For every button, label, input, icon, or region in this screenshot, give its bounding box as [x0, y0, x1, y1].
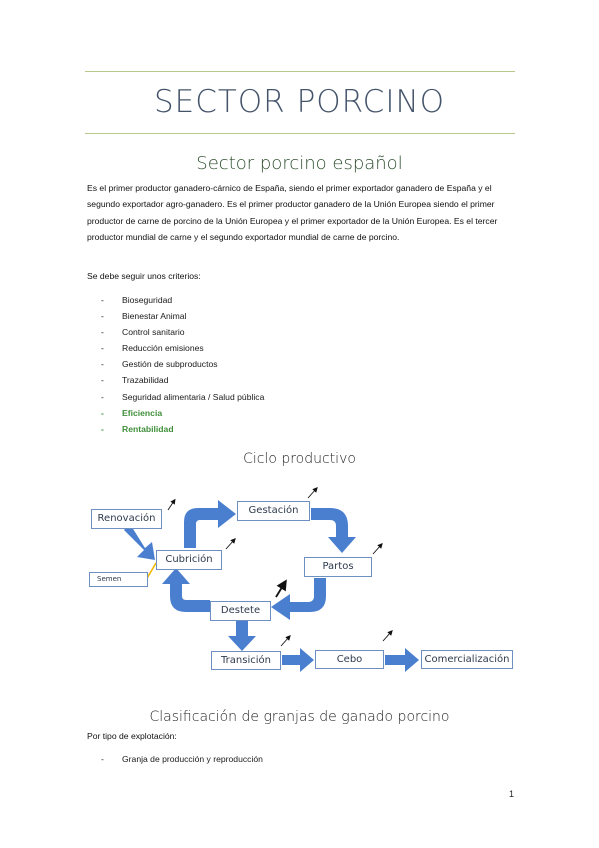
- title-rule-bottom: [85, 133, 515, 134]
- node-partos: Partos: [304, 557, 372, 577]
- node-renovacion: Renovación: [91, 509, 162, 529]
- arrow-renovacion-cubricion: [124, 524, 155, 560]
- node-transicion: Transición: [211, 651, 281, 670]
- node-gestacion: Gestación: [237, 501, 310, 521]
- node-semen: Semen: [89, 572, 148, 587]
- arrow-destete-cubricion: [162, 568, 210, 612]
- trend-arrow-transicion: [280, 634, 291, 647]
- trend-arrow-renovacion: [167, 498, 176, 511]
- intro-paragraph: Es el primer productor ganadero-cárnico …: [87, 183, 498, 242]
- criteria-item: -Control sanitario: [101, 327, 185, 338]
- trend-arrow-cebo: [382, 629, 393, 642]
- arrow-gestacion-partos: [311, 508, 356, 553]
- arrow-cebo-comercializacion: [385, 648, 419, 672]
- node-comercializacion: Comercialización: [421, 650, 513, 669]
- trend-arrow-cubricion: [225, 537, 236, 550]
- node-cubricion: Cubrición: [156, 550, 222, 570]
- trend-arrow-gestacion: [307, 486, 318, 499]
- section-heading-sector: Sector porcino español: [196, 153, 403, 174]
- arrow-partos-destete: [271, 578, 326, 620]
- criteria-list: -Bioseguridad -Bienestar Animal -Control…: [101, 292, 264, 437]
- section-heading-clasificacion: Clasificación de granjas de ganado porci…: [149, 709, 450, 725]
- section-heading-ciclo: Ciclo productivo: [243, 451, 356, 467]
- criteria-item: -Trazabilidad: [101, 375, 169, 386]
- criteria-item: -Bioseguridad: [101, 295, 173, 305]
- trend-arrow-partos: [372, 542, 383, 555]
- criteria-item-rentabilidad: -Rentabilidad: [101, 423, 174, 434]
- farm-type-list: -Granja de producción y reproducción: [101, 751, 263, 767]
- criteria-item-eficiencia: -Eficiencia: [101, 407, 163, 418]
- node-destete: Destete: [210, 601, 271, 621]
- criteria-item: -Seguridad alimentaria / Salud pública: [101, 391, 265, 402]
- criteria-intro: Se debe seguir unos criterios:: [87, 271, 201, 281]
- arrow-transicion-cebo: [282, 648, 314, 672]
- page-number: 1: [508, 789, 514, 799]
- subheading-tipo-explotacion: Por tipo de explotación:: [87, 731, 177, 741]
- farm-type-item: -Granja de producción y reproducción: [101, 754, 263, 764]
- arrow-cubricion-gestacion: [184, 500, 236, 548]
- trend-arrow-destete: [275, 579, 287, 598]
- criteria-item: -Bienestar Animal: [101, 311, 187, 322]
- arrow-destete-transicion: [228, 620, 256, 651]
- criteria-item: -Gestión de subproductos: [101, 359, 218, 370]
- node-cebo: Cebo: [315, 650, 384, 669]
- title-rule-top: [85, 71, 515, 72]
- page-title: SECTOR PORCINO: [153, 84, 446, 120]
- criteria-item: -Reducción emisiones: [101, 343, 204, 354]
